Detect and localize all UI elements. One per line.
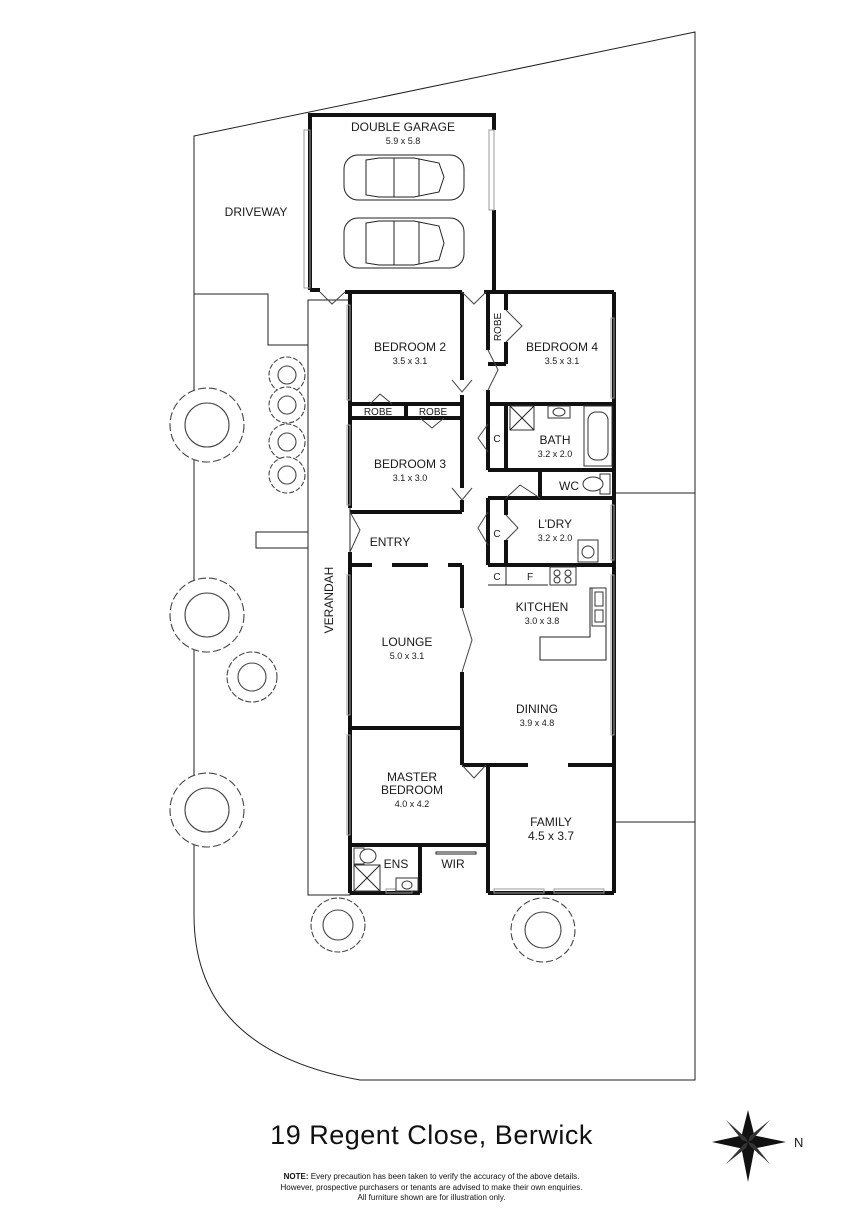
windows	[346, 304, 615, 894]
kitchen-dims: 3.0 x 3.8	[525, 616, 560, 626]
ensuite-label: ENS	[384, 857, 409, 871]
cupboard-label: C	[493, 572, 500, 583]
bedroom3-dims: 3.1 x 3.0	[393, 473, 428, 483]
robe-label: ROBE	[419, 407, 448, 418]
garage-label: DOUBLE GARAGE	[351, 120, 455, 134]
note-line: NOTE: Every precaution has been taken to…	[0, 1172, 863, 1183]
wir-label: WIR	[441, 857, 465, 871]
master-dims: 4.0 x 4.2	[395, 799, 430, 809]
verandah-label: VERANDAH	[322, 567, 336, 634]
note-line: All furniture shown are for illustration…	[357, 1193, 506, 1202]
tree-icon	[310, 897, 366, 953]
family-label: FAMILY	[530, 815, 572, 829]
note-prefix: NOTE:	[283, 1172, 309, 1181]
master-label-line2: BEDROOM	[381, 783, 443, 797]
dining-dims: 3.9 x 4.8	[520, 718, 555, 728]
compass-north-label: N	[794, 1135, 803, 1150]
disclaimer-note: NOTE: Every precaution has been taken to…	[0, 1172, 863, 1204]
dining-label: DINING	[516, 702, 558, 716]
robe-label: ROBE	[493, 313, 504, 342]
laundry-dims: 3.2 x 2.0	[538, 533, 573, 543]
note-line: However, prospective purchasers or tenan…	[280, 1182, 583, 1192]
note-text: Every precaution has been taken to verif…	[310, 1172, 580, 1181]
verandah-step	[255, 531, 309, 549]
lounge-label: LOUNGE	[382, 635, 433, 649]
cupboard-label: C	[493, 434, 500, 445]
tree-icon	[268, 356, 306, 394]
compass-icon	[712, 1110, 786, 1182]
lounge-dims: 5.0 x 3.1	[390, 651, 425, 661]
tree-icon	[226, 651, 278, 703]
tree-icon	[268, 456, 306, 494]
car-icon	[343, 217, 465, 269]
property-address: 19 Regent Close, Berwick	[270, 1120, 593, 1150]
car-icon	[343, 154, 465, 201]
tree-icon	[169, 387, 245, 463]
entry-label: ENTRY	[370, 535, 410, 549]
bedroom2-label: BEDROOM 2	[374, 340, 446, 354]
tree-icon	[510, 897, 576, 963]
bedroom4-dims: 3.5 x 3.1	[545, 356, 580, 366]
driveway-edge	[194, 293, 308, 346]
bedroom2-dims: 3.5 x 3.1	[393, 356, 428, 366]
garage-dims: 5.9 x 5.8	[386, 136, 421, 146]
laundry-label: L'DRY	[538, 517, 572, 531]
master-label-line1: MASTER	[387, 770, 437, 784]
bedroom3-label: BEDROOM 3	[374, 457, 446, 471]
bath-label: BATH	[539, 433, 570, 447]
family-dims: 4.5 x 3.7	[528, 829, 574, 843]
house-outer-walls	[348, 290, 616, 895]
site-boundary	[193, 31, 696, 1081]
tree-icon	[268, 423, 306, 461]
door-swings	[319, 291, 541, 779]
double-garage	[303, 113, 496, 294]
tree-icon	[169, 577, 245, 653]
driveway-label: DRIVEWAY	[225, 205, 288, 219]
cupboard-label: C	[493, 529, 500, 540]
robe-label: ROBE	[364, 407, 393, 418]
wc-label: WC	[559, 479, 579, 493]
kitchen-label: KITCHEN	[516, 600, 569, 614]
bath-fixtures	[353, 405, 613, 892]
fridge-label: F	[527, 572, 533, 583]
bedroom4-label: BEDROOM 4	[526, 340, 598, 354]
bath-dims: 3.2 x 2.0	[538, 449, 573, 459]
tree-icon	[268, 386, 306, 424]
tree-icon	[169, 772, 245, 848]
